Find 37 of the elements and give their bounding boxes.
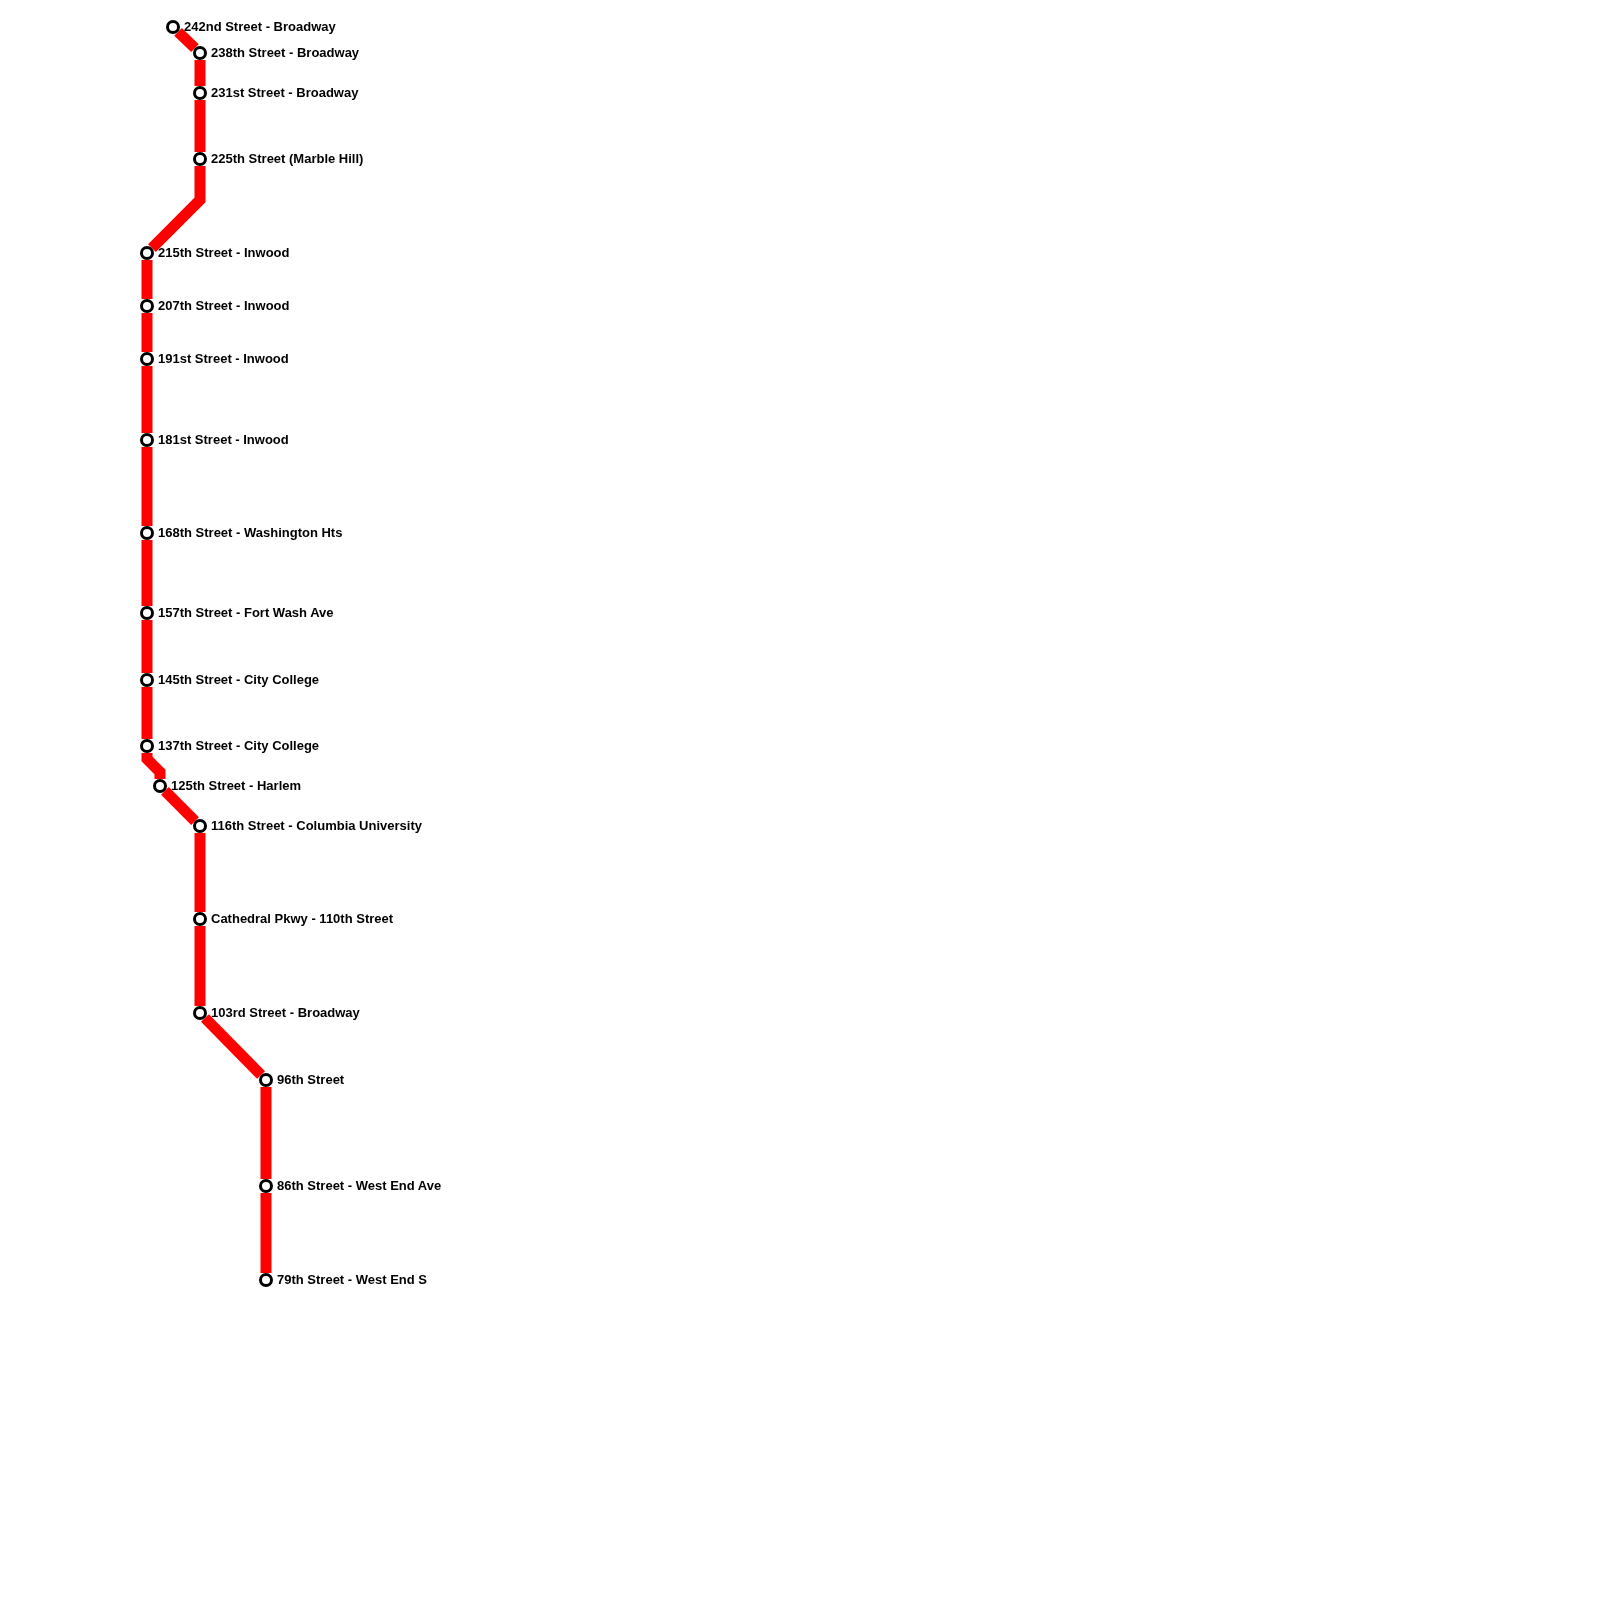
station-label: 79th Street - West End S — [277, 1271, 427, 1287]
rail-line — [161, 787, 199, 825]
rail-line — [141, 313, 153, 352]
rail-line — [194, 926, 206, 1006]
station-label: 96th Street — [277, 1071, 345, 1087]
station-label: 137th Street - City College — [158, 737, 320, 753]
station-label: 145th Street - City College — [158, 671, 320, 687]
station-label: 116th Street - Columbia University — [211, 817, 422, 833]
rail-line — [141, 447, 153, 526]
station-label: 231st Street - Broadway — [211, 84, 359, 100]
station-label: 242nd Street - Broadway — [184, 18, 336, 34]
station-label: 207th Street - Inwood — [158, 297, 290, 313]
rail-line — [260, 1087, 272, 1179]
rail-line — [141, 366, 153, 433]
station-label: 238th Street - Broadway — [211, 44, 360, 60]
station-label: 168th Street - Washington Hts — [158, 524, 343, 540]
rail-line — [174, 27, 199, 53]
station-label: 181st Street - Inwood — [158, 431, 289, 447]
rail-line — [260, 1193, 272, 1273]
rail-line — [141, 260, 153, 299]
rail-line — [201, 1014, 265, 1079]
station-label: 86th Street - West End Ave — [277, 1177, 442, 1193]
rail-line — [194, 100, 206, 152]
station-label: 191st Street - Inwood — [158, 350, 289, 366]
rail-line — [194, 60, 206, 86]
station-label: 157th Street - Fort Wash Ave — [158, 604, 334, 620]
rail-line — [141, 687, 153, 739]
rail-line — [141, 620, 153, 673]
station-label: Cathedral Pkwy - 110th Street — [211, 910, 394, 926]
rail-line — [141, 540, 153, 606]
station-label: 225th Street (Marble Hill) — [211, 150, 364, 166]
station-label: 103rd Street - Broadway — [211, 1004, 360, 1020]
rail-line — [148, 166, 206, 252]
rail-line — [194, 833, 206, 912]
station-label: 215th Street - Inwood — [158, 244, 290, 260]
rail-line — [141, 753, 166, 779]
station-label: 125th Street - Harlem — [171, 777, 302, 793]
